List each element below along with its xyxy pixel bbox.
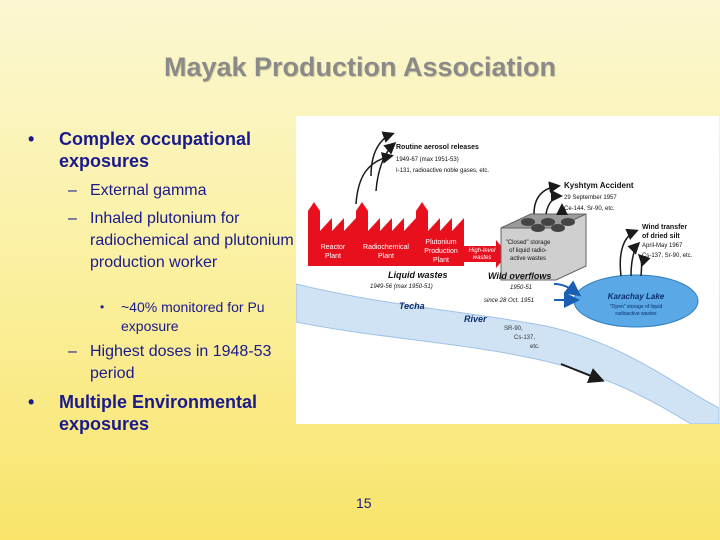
plutonium-plant-label-3: Plant: [433, 257, 449, 264]
high-level-wastes-arrow: [464, 240, 508, 268]
techa-river: [296, 283, 719, 424]
bullet-text: Complex occupational exposures: [59, 129, 252, 171]
routine-aerosol-arrow-1: [355, 152, 394, 205]
plutonium-plant-label-2: Production: [424, 248, 458, 255]
bullet-marker: •: [28, 392, 35, 412]
closed-storage-label-3: active wastes: [510, 256, 546, 262]
closed-storage-label-1: "Closed" storage: [506, 240, 551, 246]
river-nuclide-3: etc.: [530, 344, 540, 350]
bullet-text: External gamma: [90, 182, 207, 199]
techa-label: Techa: [399, 301, 425, 311]
mayak-contamination-diagram: Reactor Plant Radiochemical Plant Pluton…: [296, 116, 719, 424]
karachay-title: Karachay Lake: [608, 292, 665, 301]
high-level-label-2: wastes: [473, 255, 492, 261]
reactor-plant-label-2: Plant: [325, 253, 341, 260]
routine-aerosol-nuclides: I-131, radioactive noble gases, etc.: [396, 168, 489, 174]
subbullet-highest-doses: – Highest doses in 1948-53 period: [68, 341, 298, 385]
kyshtym-arrow-3: [555, 203, 568, 216]
routine-aerosol-arrow-2: [391, 171, 409, 204]
subsubbullet-monitored: • ~40% monitored for Pu exposure: [100, 298, 300, 336]
reactor-plant-icon: [308, 202, 356, 266]
slide-title: Mayak Production Association: [163, 52, 557, 82]
bullet-marker: –: [68, 210, 77, 227]
bullet-text: Highest doses in 1948-53 period: [90, 343, 272, 382]
wind-arrow-3: [637, 253, 651, 277]
wind-arrow-1: [619, 228, 639, 277]
liquid-wastes-years: 1949-56 (max 1950-51): [370, 284, 433, 290]
radiochemical-plant-icon: [356, 202, 416, 266]
kyshtym-nuclides: Ce-144, Sr-90, etc.: [564, 206, 615, 212]
wind-arrow-2: [627, 241, 641, 277]
kyshtym-arrow-2: [545, 190, 563, 215]
bullet-marker: •: [28, 129, 35, 149]
liquid-wastes-title: Liquid wastes: [388, 270, 448, 280]
bullet-text: Inhaled plutonium for radiochemical and …: [90, 210, 294, 271]
closed-storage-tanks: [500, 213, 587, 281]
bullet-text: ~40% monitored for Pu exposure: [121, 299, 265, 334]
subbullet-inhaled-plutonium: – Inhaled plutonium for radiochemical an…: [68, 208, 298, 274]
river-nuclide-1: SR-90,: [504, 326, 523, 332]
high-level-label-1: High-level: [469, 248, 496, 254]
routine-aerosol-title: Routine aerosol releases: [396, 144, 479, 151]
radiochemical-plant-label-2: Plant: [378, 253, 394, 260]
kyshtym-title: Kyshtym Accident: [564, 181, 634, 190]
routine-aerosol-arrow-4: [370, 131, 395, 177]
river-label: River: [464, 314, 487, 324]
kyshtym-arrow-1: [533, 181, 561, 215]
bullet-complex-occupational: • Complex occupational exposures: [28, 128, 288, 172]
bullet-marker: –: [68, 343, 77, 360]
wind-nuclides: Cs-137, Sr-90, etc.: [642, 253, 693, 259]
reactor-plant-label-1: Reactor: [321, 244, 346, 251]
diagram-svg: Reactor Plant Radiochemical Plant Pluton…: [296, 131, 719, 424]
wild-overflows-title: Wild overflows: [488, 271, 551, 281]
closed-storage-label-2: of liquid radio-: [509, 248, 547, 254]
wind-date: April-May 1967: [642, 243, 683, 249]
karachay-lake: [573, 274, 699, 328]
bullet-marker: –: [68, 182, 77, 199]
bullet-marker: •: [100, 300, 105, 314]
radiochemical-plant-label-1: Radiochemical: [363, 244, 409, 251]
subbullet-external-gamma: – External gamma: [68, 180, 298, 202]
plutonium-plant-label-1: Plutonium: [425, 239, 456, 246]
plutonium-plant-icon: [416, 202, 464, 266]
kyshtym-date: 29 September 1957: [564, 195, 617, 201]
river-flow-arrow: [560, 363, 605, 383]
wind-title-2: of dried silt: [642, 233, 680, 240]
bullet-multiple-environmental: • Multiple Environmental exposures: [28, 391, 288, 435]
since-1951-label: since 28 Oct. 1951: [484, 298, 534, 304]
karachay-line2: radioactive wastes: [615, 311, 657, 317]
page-number: 15: [356, 495, 372, 511]
wild-overflows-years: 1950-51: [510, 285, 532, 291]
routine-aerosol-years: 1949-67 (max 1951-53): [396, 157, 459, 163]
overflow-arrow: [553, 280, 582, 297]
bullet-text: Multiple Environmental exposures: [59, 392, 258, 434]
karachay-line1: "Open" storage of liquid: [610, 304, 663, 310]
routine-aerosol-arrow-3: [375, 142, 397, 192]
wind-title-1: Wind transfer: [642, 224, 687, 231]
river-nuclide-2: Cs-137,: [514, 335, 535, 341]
